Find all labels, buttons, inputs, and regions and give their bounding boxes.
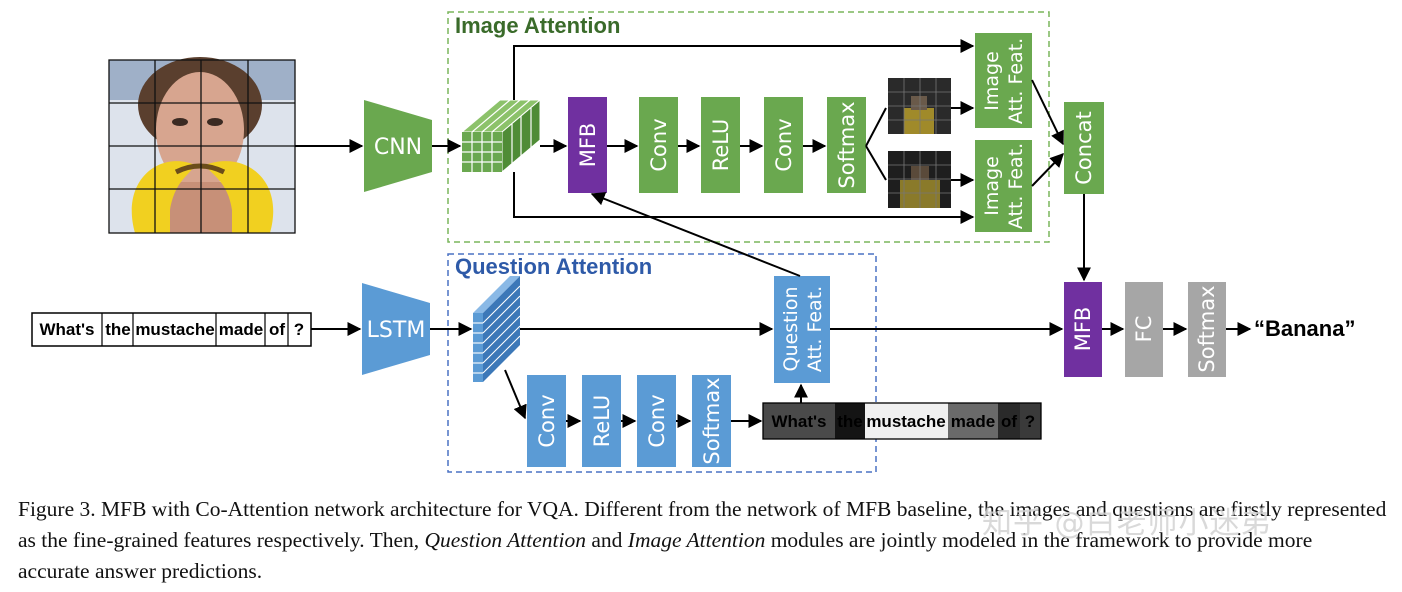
weighted-word: ? bbox=[1025, 412, 1035, 431]
svg-text:Softmax: Softmax bbox=[835, 101, 859, 188]
cnn-block: CNN bbox=[364, 100, 432, 192]
image-attention-title: Image Attention bbox=[455, 13, 620, 38]
svg-text:Att. Feat.: Att. Feat. bbox=[804, 286, 826, 372]
svg-text:Question: Question bbox=[780, 287, 802, 372]
softmax-block-1: Softmax bbox=[827, 97, 866, 193]
svg-text:Conv: Conv bbox=[647, 118, 671, 171]
image-att-feat-block-2: Image Att. Feat. bbox=[975, 140, 1032, 232]
question-word: the bbox=[105, 320, 131, 339]
svg-text:Conv: Conv bbox=[772, 118, 796, 171]
question-word: What's bbox=[39, 320, 94, 339]
relu-block-1: ReLU bbox=[701, 97, 740, 193]
svg-text:Att. Feat.: Att. Feat. bbox=[1005, 38, 1027, 124]
weighted-word: the bbox=[837, 412, 863, 431]
question-word-attention-map: What's the mustache made of ? bbox=[762, 402, 1042, 440]
svg-text:Conv: Conv bbox=[535, 394, 559, 447]
svg-text:ReLU: ReLU bbox=[709, 119, 733, 172]
question-input: What's the mustache made of ? bbox=[31, 312, 312, 347]
question-word: mustache bbox=[135, 320, 214, 339]
image-att-feat-block-1: Image Att. Feat. bbox=[975, 33, 1032, 128]
fc-block: FC bbox=[1125, 282, 1163, 377]
image-attention-section bbox=[447, 11, 1050, 243]
weighted-word: of bbox=[1001, 412, 1017, 431]
weighted-word: made bbox=[951, 412, 995, 431]
mfb-final-block: MFB bbox=[1064, 282, 1102, 377]
attention-map-2 bbox=[888, 151, 951, 208]
svg-text:FC: FC bbox=[1132, 316, 1156, 343]
mfb-image-block: MFB bbox=[568, 97, 607, 193]
svg-text:CNN: CNN bbox=[374, 135, 422, 160]
question-feature-bar bbox=[473, 276, 521, 382]
conv-block-2: Conv bbox=[764, 97, 803, 193]
svg-text:Image: Image bbox=[981, 51, 1003, 111]
svg-text:Softmax: Softmax bbox=[1195, 285, 1219, 372]
lstm-block: LSTM bbox=[362, 283, 430, 375]
weighted-word: mustache bbox=[866, 412, 945, 431]
question-softmax-block: Softmax bbox=[692, 375, 731, 467]
svg-text:MFB: MFB bbox=[1071, 307, 1095, 352]
question-conv-block-1: Conv bbox=[527, 375, 566, 467]
softmax-final-block: Softmax bbox=[1188, 282, 1226, 377]
connection-arrows bbox=[295, 39, 1252, 428]
conv-block-1: Conv bbox=[639, 97, 678, 193]
question-relu-block: ReLU bbox=[582, 375, 621, 467]
image-feature-grid bbox=[460, 98, 542, 174]
question-conv-block-2: Conv bbox=[637, 375, 676, 467]
question-attention-title: Question Attention bbox=[455, 254, 652, 279]
watermark: 知乎 @白老师小迷弟 bbox=[982, 506, 1272, 541]
figure-caption: Figure 3. MFB with Co-Attention network … bbox=[18, 497, 1387, 583]
svg-text:Att. Feat.: Att. Feat. bbox=[1005, 143, 1027, 229]
question-attention-section bbox=[447, 253, 877, 473]
question-word: made bbox=[219, 320, 263, 339]
svg-text:ReLU: ReLU bbox=[590, 395, 614, 448]
concat-block: Concat bbox=[1064, 102, 1104, 194]
svg-text:Softmax: Softmax bbox=[700, 377, 724, 464]
attention-map-1 bbox=[888, 78, 951, 134]
weighted-word: What's bbox=[771, 412, 826, 431]
svg-text:MFB: MFB bbox=[576, 123, 600, 168]
question-att-feat-block: Question Att. Feat. bbox=[774, 276, 830, 383]
svg-text:Image: Image bbox=[981, 156, 1003, 216]
answer-label: “Banana” bbox=[1254, 316, 1355, 341]
question-word: ? bbox=[294, 320, 304, 339]
question-word: of bbox=[269, 320, 285, 339]
svg-text:Conv: Conv bbox=[645, 394, 669, 447]
svg-text:Concat: Concat bbox=[1072, 111, 1096, 184]
input-photo bbox=[108, 57, 296, 234]
svg-text:LSTM: LSTM bbox=[367, 318, 426, 343]
